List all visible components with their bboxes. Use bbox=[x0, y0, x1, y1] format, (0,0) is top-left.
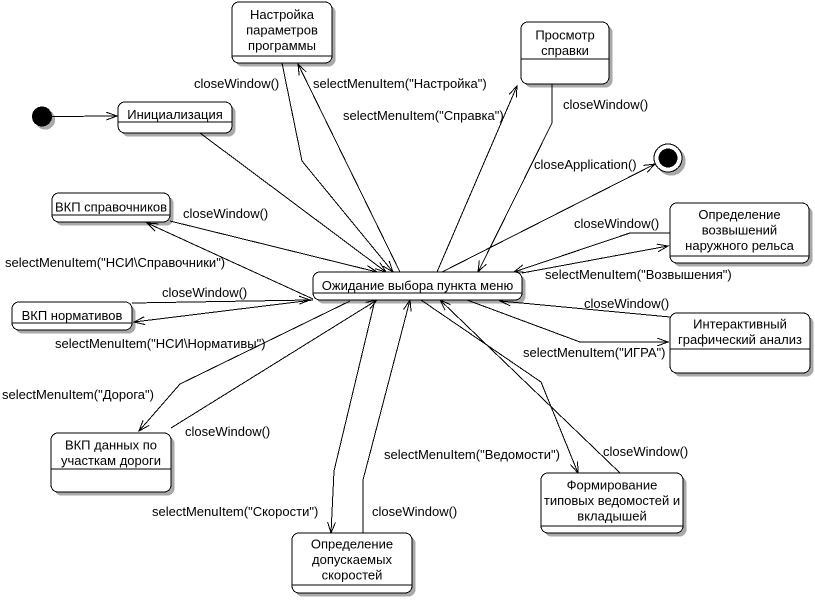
svg-text:selectMenuItem("Настройка"): selectMenuItem("Настройка") bbox=[313, 76, 487, 91]
svg-text:selectMenuItem("Возвышения"): selectMenuItem("Возвышения") bbox=[545, 267, 732, 282]
svg-text:selectMenuItem("Скорости"): selectMenuItem("Скорости") bbox=[152, 504, 318, 519]
svg-text:ВКП нормативов: ВКП нормативов bbox=[22, 308, 123, 323]
svg-text:Настройка: Настройка bbox=[250, 7, 315, 22]
svg-text:допускаемых: допускаемых bbox=[312, 552, 392, 567]
svg-text:Определение: Определение bbox=[698, 207, 780, 222]
svg-text:closeWindow(): closeWindow() bbox=[162, 285, 247, 300]
svg-text:selectMenuItem("Дорога"): selectMenuItem("Дорога") bbox=[2, 387, 154, 402]
svg-text:типовых ведомостей и: типовых ведомостей и bbox=[544, 493, 680, 508]
svg-text:вкладышей: вкладышей bbox=[577, 509, 646, 524]
svg-text:closeWindow(): closeWindow() bbox=[574, 216, 659, 231]
svg-text:Формирование: Формирование bbox=[567, 478, 658, 493]
svg-text:selectMenuItem("ИГРА"): selectMenuItem("ИГРА") bbox=[523, 345, 666, 360]
svg-text:selectMenuItem("Ведомости"): selectMenuItem("Ведомости") bbox=[384, 447, 560, 462]
svg-text:программы: программы bbox=[248, 38, 316, 53]
svg-text:параметров: параметров bbox=[246, 23, 318, 38]
svg-text:Ожидание выбора пункта меню: Ожидание выбора пункта меню bbox=[322, 278, 514, 293]
svg-text:selectMenuItem("НСИ\Нормативы": selectMenuItem("НСИ\Нормативы") bbox=[55, 336, 266, 351]
svg-text:наружного рельса: наружного рельса bbox=[685, 238, 794, 253]
svg-text:возвышений: возвышений bbox=[702, 223, 777, 238]
svg-text:closeWindow(): closeWindow() bbox=[584, 296, 669, 311]
svg-text:closeWindow(): closeWindow() bbox=[372, 504, 457, 519]
svg-text:closeWindow(): closeWindow() bbox=[563, 97, 648, 112]
svg-text:Определение: Определение bbox=[311, 537, 393, 552]
svg-text:closeWindow(): closeWindow() bbox=[603, 444, 688, 459]
svg-text:closeWindow(): closeWindow() bbox=[183, 206, 268, 221]
svg-text:closeApplication(): closeApplication() bbox=[534, 157, 637, 172]
svg-text:Интерактивный: Интерактивный bbox=[693, 317, 787, 332]
svg-text:скоростей: скоростей bbox=[322, 568, 383, 583]
svg-text:closeWindow(): closeWindow() bbox=[185, 424, 270, 439]
svg-text:selectMenuItem("НСИ\Справочник: selectMenuItem("НСИ\Справочники") bbox=[5, 255, 225, 270]
svg-text:графический анализ: графический анализ bbox=[678, 332, 802, 347]
svg-text:selectMenuItem("Справка"): selectMenuItem("Справка") bbox=[343, 108, 504, 123]
svg-text:участкам дороги: участкам дороги bbox=[61, 453, 161, 468]
svg-text:ВКП справочников: ВКП справочников bbox=[55, 200, 167, 215]
svg-text:ВКП данных по: ВКП данных по bbox=[65, 438, 157, 453]
svg-text:Просмотр: Просмотр bbox=[535, 28, 594, 43]
svg-text:Инициализация: Инициализация bbox=[127, 107, 223, 122]
svg-text:справки: справки bbox=[541, 43, 589, 58]
svg-text:closeWindow(): closeWindow() bbox=[194, 76, 279, 91]
